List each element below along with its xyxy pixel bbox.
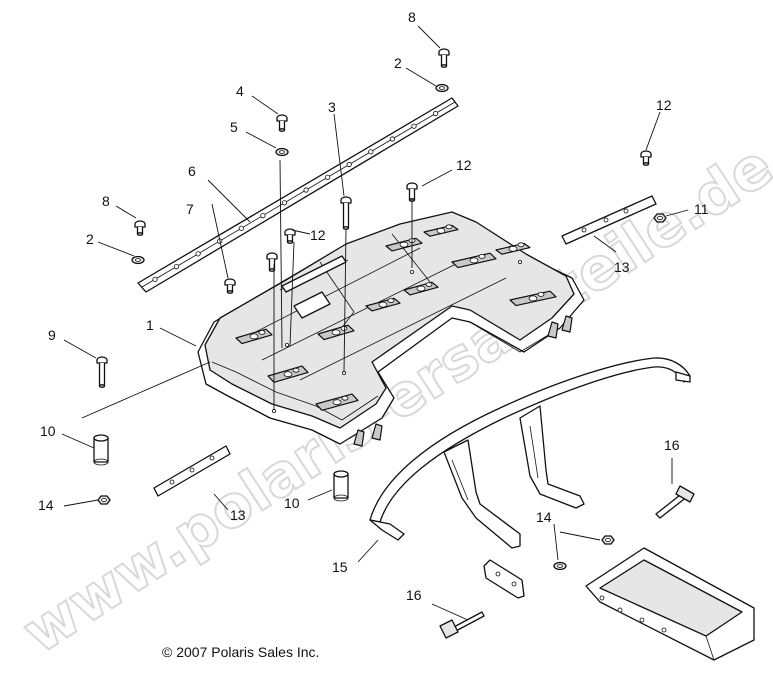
leader-lines [61,25,689,621]
part-16-bolt-bottom [439,611,485,639]
part-16-bolt-right [655,485,695,519]
callout-3: 3 [328,99,336,115]
part-12-bolt-center-a [284,228,296,244]
part-10-spacer-bottom [333,470,349,502]
callout-9: 9 [48,327,56,343]
callout-8-top: 8 [408,9,416,25]
callouts: 8 2 4 3 5 12 6 12 8 7 12 11 2 13 1 9 10 … [38,9,709,603]
callout-12-right: 12 [656,97,672,113]
callout-10-bottom: 10 [284,495,300,511]
callout-1: 1 [146,317,154,333]
part-14-washer-center [553,561,567,571]
callout-16-bottom: 16 [406,587,422,603]
part-11-nut [653,213,667,223]
part-8-bolt-top [438,48,450,68]
part-2-washer-left [131,255,145,265]
callout-5: 5 [230,119,238,135]
callout-7: 7 [186,201,194,217]
part-9-bolt [96,356,108,388]
part-14-nut-left [97,495,111,505]
part-12-bolt-center-b [266,252,278,272]
part-13-strip-bottom [153,445,231,497]
callout-8-left: 8 [102,193,110,209]
part-6-rail-strip [137,97,459,293]
part-12-bolt-mid [406,182,418,202]
callout-12-mid: 12 [456,157,472,173]
callout-11: 11 [694,201,709,217]
callout-14-center: 14 [536,509,552,525]
callout-13-right: 13 [614,259,630,275]
part-7-bolt [224,278,236,294]
callout-6: 6 [188,163,196,179]
part-8-bolt-left [134,220,146,236]
part-14-nut-center [601,535,615,545]
mount-plate [483,559,525,599]
callout-10-left: 10 [40,423,56,439]
callout-12-center: 12 [310,227,326,243]
part-4-bolt [276,114,288,132]
part-3-bolt [340,196,352,230]
part-13-strip-right [561,195,657,245]
part-12-bolt-right [640,150,652,166]
callout-13-bottom: 13 [230,507,246,523]
part-15-tube-frame [369,357,691,549]
fasteners-group [96,48,695,639]
callout-4: 4 [236,83,244,99]
part-5-washer [275,147,289,157]
tray-frame [585,547,755,661]
callout-2-top: 2 [394,55,402,71]
callout-16-right: 16 [664,437,680,453]
copyright-notice: © 2007 Polaris Sales Inc. [162,644,319,660]
part-10-spacer-left [93,434,109,466]
part-1-rack [197,211,585,447]
callout-14-left: 14 [38,497,54,513]
callout-2-left: 2 [86,231,94,247]
callout-15: 15 [332,559,348,575]
part-2-washer-top [435,83,449,93]
